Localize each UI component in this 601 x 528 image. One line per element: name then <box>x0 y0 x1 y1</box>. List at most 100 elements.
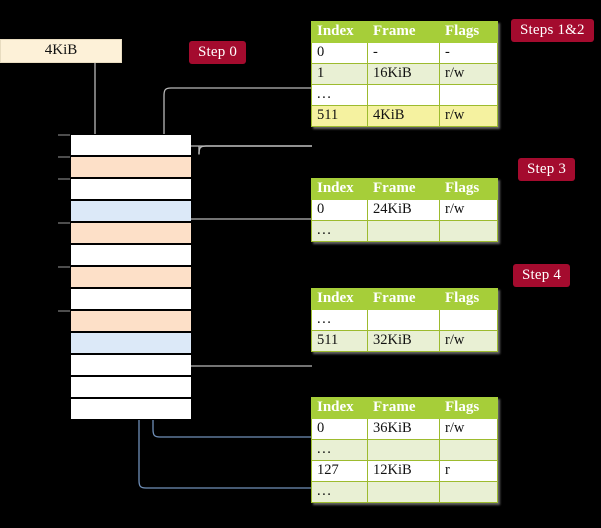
memory-row-tick <box>58 266 70 268</box>
column-header-frame: Frame <box>367 21 440 43</box>
table-cell-frame <box>367 309 440 331</box>
memory-row <box>71 221 191 244</box>
memory-column <box>70 133 191 420</box>
table-cell-flags: r/w <box>439 105 498 127</box>
memory-row-tick <box>58 134 70 136</box>
table-row: 0-- <box>311 42 498 64</box>
table-cell-flags <box>439 309 498 331</box>
table-row: ... <box>311 309 498 331</box>
memory-row <box>71 397 191 420</box>
memory-row <box>71 287 191 310</box>
memory-row-tick <box>58 178 70 180</box>
table-cell-index: 511 <box>311 105 368 127</box>
table-cell-flags <box>439 481 498 503</box>
page-box-label: 4KiB <box>44 42 78 58</box>
table-cell-index: 511 <box>311 330 368 352</box>
table-cell-index: ... <box>311 481 368 503</box>
table-cell-index: 1 <box>311 63 368 85</box>
table-cell-frame: - <box>367 42 440 64</box>
table-cell-index: ... <box>311 439 368 461</box>
column-header-frame: Frame <box>367 178 440 200</box>
step-pill-label: Steps 1&2 <box>520 22 585 38</box>
memory-row <box>71 331 191 354</box>
column-header-frame: Frame <box>367 397 440 419</box>
step-pill-step3: Step 3 <box>518 158 576 181</box>
wire-t1-24kib-to-mem <box>178 218 312 268</box>
table-cell-index: 0 <box>311 42 368 64</box>
memory-row-tick <box>58 156 70 158</box>
column-header-index: Index <box>311 178 368 200</box>
step-pill-step0: Step 0 <box>189 41 247 64</box>
ellipsis-marker: ... <box>317 222 333 238</box>
memory-row <box>71 353 191 376</box>
step-pill-label: Step 3 <box>527 161 567 177</box>
step-pill-label: Step 4 <box>522 267 562 283</box>
table-cell-frame: 12KiB <box>367 460 440 482</box>
table-cell-flags <box>439 439 498 461</box>
column-header-index: Index <box>311 397 368 419</box>
table-cell-index: ... <box>311 309 368 331</box>
ellipsis-marker: ... <box>317 311 333 327</box>
memory-row-tick <box>58 222 70 224</box>
wire-t0-511-stub2 <box>198 145 312 155</box>
column-header-flags: Flags <box>439 288 498 310</box>
step-pill-steps12: Steps 1&2 <box>511 19 594 42</box>
table-cell-frame: 24KiB <box>367 199 440 221</box>
table-cell-flags <box>439 220 498 242</box>
table-row: ... <box>311 220 498 242</box>
table-cell-frame: 32KiB <box>367 330 440 352</box>
table-cell-flags: r/w <box>439 418 498 440</box>
table-cell-frame: 4KiB <box>367 105 440 127</box>
memory-row <box>71 177 191 200</box>
ellipsis-marker: ... <box>317 441 333 457</box>
table-row: ... <box>311 481 498 503</box>
column-header-flags: Flags <box>439 397 498 419</box>
page-box-4kib: 4KiB <box>0 39 122 63</box>
ellipsis-marker: ... <box>317 86 333 102</box>
memory-row <box>71 243 191 266</box>
table-cell-flags <box>439 84 498 106</box>
table-cell-frame <box>367 439 440 461</box>
wire-t0-511-stub <box>198 145 312 155</box>
table-cell-flags: r/w <box>439 330 498 352</box>
table-cell-frame <box>367 481 440 503</box>
table-cell-flags: - <box>439 42 498 64</box>
table-header-row: Index Frame Flags <box>311 397 498 419</box>
table-cell-flags: r/w <box>439 63 498 85</box>
step-pill-label: Step 0 <box>198 44 238 60</box>
table-cell-frame <box>367 220 440 242</box>
ellipsis-marker: ... <box>317 483 333 499</box>
memory-row <box>71 133 191 156</box>
table-cell-index: ... <box>311 220 368 242</box>
table-header-row: Index Frame Flags <box>311 288 498 310</box>
table-cell-frame <box>367 84 440 106</box>
table-row: ... <box>311 84 498 106</box>
table-header-row: Index Frame Flags <box>311 21 498 43</box>
column-header-flags: Flags <box>439 21 498 43</box>
table-cell-index: 0 <box>311 418 368 440</box>
table-cell-frame: 36KiB <box>367 418 440 440</box>
memory-row <box>71 375 191 398</box>
table-row: ... <box>311 439 498 461</box>
table-cell-frame: 16KiB <box>367 63 440 85</box>
memory-row <box>71 199 191 222</box>
table-cell-flags: r <box>439 460 498 482</box>
column-header-frame: Frame <box>367 288 440 310</box>
column-header-flags: Flags <box>439 178 498 200</box>
table-cell-flags: r/w <box>439 199 498 221</box>
step-pill-step4: Step 4 <box>513 264 571 287</box>
table-header-row: Index Frame Flags <box>311 178 498 200</box>
